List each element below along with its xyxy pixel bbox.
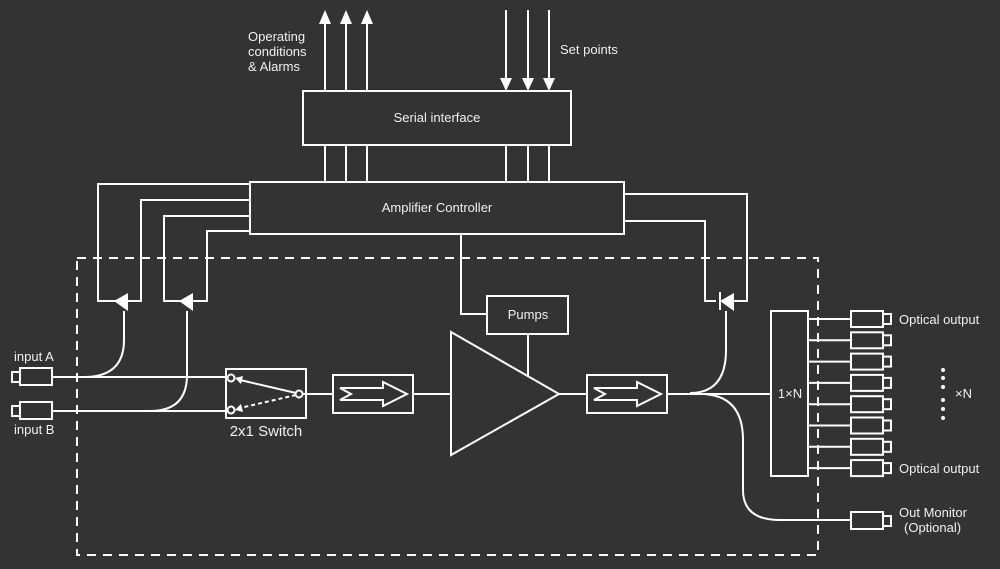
status-output-arrows xyxy=(319,10,373,91)
out-monitor-label-line1: Out Monitor xyxy=(899,505,968,520)
photodiode-a-icon xyxy=(114,293,128,311)
pumps-label: Pumps xyxy=(508,307,549,322)
switch-label: 2x1 Switch xyxy=(230,423,303,440)
amplifier-controller-label: Amplifier Controller xyxy=(382,200,493,215)
input-monitor-lines xyxy=(97,183,250,302)
output-monitor-lines xyxy=(624,193,748,302)
set-point-input-arrows xyxy=(500,10,555,91)
out-monitor-connector xyxy=(850,511,892,530)
isolator-out-box xyxy=(586,374,668,414)
photodiode-out-icon xyxy=(720,293,734,311)
input-a-label: input A xyxy=(14,349,54,364)
module-boundary xyxy=(76,257,819,556)
optical-output-connectors xyxy=(808,310,892,478)
optical-output-connector xyxy=(808,395,892,414)
optical-output-connector xyxy=(808,331,892,350)
times-n-label: ×N xyxy=(955,386,972,401)
input-a-connector xyxy=(11,367,53,386)
serial-interface-box xyxy=(302,90,572,146)
serial-interface-label: Serial interface xyxy=(394,110,481,125)
optical-output-connector xyxy=(808,459,892,478)
optical-output-connector xyxy=(808,437,892,456)
optical-output-connector xyxy=(808,352,892,371)
tap-out-line xyxy=(689,311,727,394)
ellipsis-dots-icon xyxy=(941,368,945,420)
operating-conditions-label-line2: conditions xyxy=(248,44,307,59)
tap-b-line xyxy=(149,311,188,412)
splitter-box xyxy=(770,310,809,477)
operating-conditions-label-line1: Operating xyxy=(248,29,305,44)
isolator-out-arrow-icon xyxy=(593,380,664,408)
input-b-connector xyxy=(11,401,53,420)
set-points-label: Set points xyxy=(560,42,618,57)
amplifier-triangle xyxy=(450,330,562,457)
pumps-box xyxy=(486,295,569,335)
serial-controller-bus xyxy=(324,145,550,182)
tap-a-line xyxy=(83,311,125,378)
monitor-tap-line xyxy=(699,393,851,521)
operating-conditions-label-line3: & Alarms xyxy=(248,59,301,74)
isolator-in-box xyxy=(332,374,414,414)
splitter-label: 1×N xyxy=(778,386,802,401)
photodiode-b-icon xyxy=(179,293,193,311)
optical-output-top-label: Optical output xyxy=(899,312,980,327)
optical-output-connector xyxy=(808,373,892,392)
controller-pump-line xyxy=(460,234,487,315)
out-monitor-label-line2: (Optional) xyxy=(904,520,961,535)
isolator-in-arrow-icon xyxy=(339,380,410,408)
amplifier-controller-box xyxy=(249,181,625,235)
optical-output-bottom-label: Optical output xyxy=(899,461,980,476)
input-b-label: input B xyxy=(14,422,54,437)
optical-output-connector xyxy=(808,416,892,435)
optical-output-connector xyxy=(808,310,892,328)
